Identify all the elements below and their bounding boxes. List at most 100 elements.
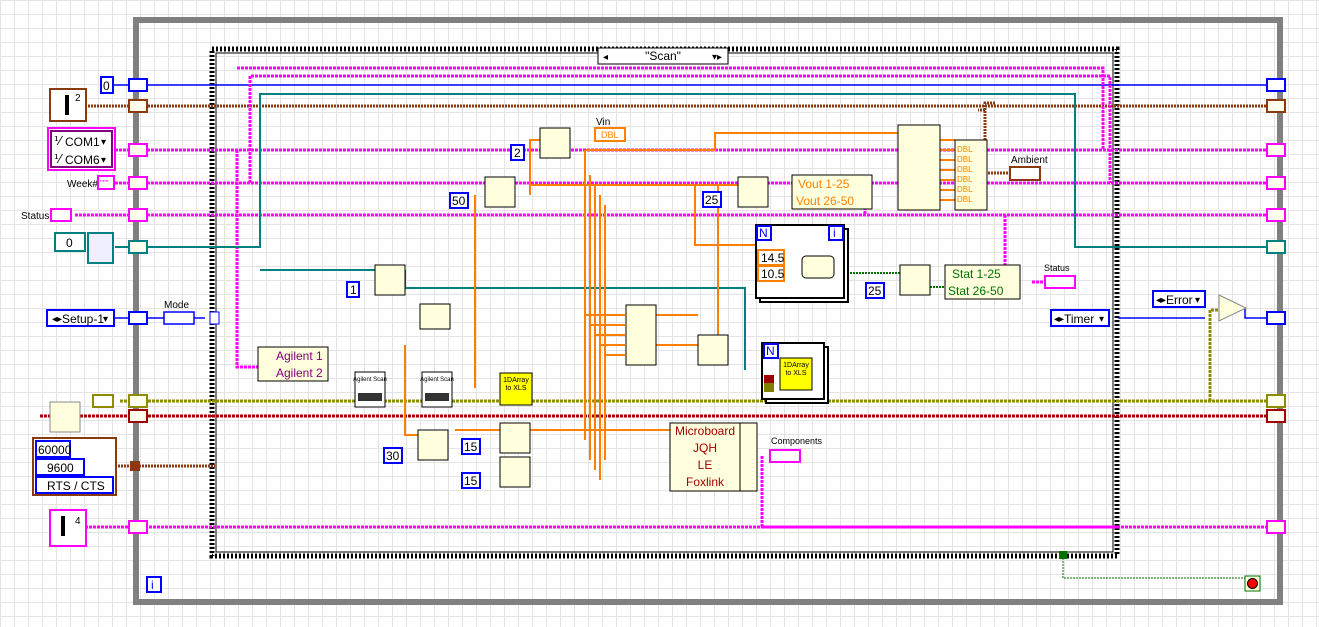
visa-array-control-2[interactable]: 4 [49, 509, 87, 547]
mode-label: Mode [164, 300, 189, 311]
case-prev-arrow[interactable]: ◂ [603, 52, 608, 63]
setup-enum[interactable]: ◂▸Setup-1▾ [46, 309, 115, 327]
svg-text:⅟: ⅟ [54, 134, 64, 148]
status-out-label: Status [1044, 263, 1070, 273]
svg-text:Stat 26-50: Stat 26-50 [948, 284, 1004, 298]
week-label: Week# [67, 179, 98, 190]
stop-button-terminal[interactable] [1244, 575, 1261, 592]
chevron-down-icon: ▾ [1099, 314, 1104, 325]
chevron-down-icon[interactable]: ▾ [103, 314, 108, 325]
svg-text:N: N [759, 226, 768, 240]
folder-icon [87, 232, 114, 264]
left-tunnels [128, 78, 148, 534]
svg-text:1DArray: 1DArray [783, 362, 809, 369]
case-selector-terminal [209, 311, 220, 325]
svg-text:DBL: DBL [601, 130, 619, 140]
error-cluster-constant[interactable] [92, 394, 114, 408]
svg-text:Vout 26-50: Vout 26-50 [796, 194, 854, 208]
svg-text:DBL: DBL [957, 155, 973, 164]
svg-text:Agilent 2: Agilent 2 [276, 366, 323, 380]
status-indicator[interactable] [1044, 275, 1076, 289]
svg-text:2: 2 [75, 93, 81, 104]
error-enum-constant[interactable]: ◂▸Error▾ [1152, 290, 1206, 308]
svg-text:JQH: JQH [693, 441, 717, 455]
svg-text:""": """ [100, 179, 109, 188]
com-port-array[interactable]: ⅟COM1 ⅟COM6 ▾ ▾ [47, 127, 116, 171]
svg-text:DBL: DBL [957, 185, 973, 194]
agilent-unbundle[interactable]: Agilent 1 Agilent 2 [257, 346, 329, 382]
svg-text:60000: 60000 [38, 443, 72, 457]
in-range-node [801, 255, 835, 279]
svg-text:DBL: DBL [957, 175, 973, 184]
vin-label: Vin [596, 117, 610, 128]
week-string-control[interactable]: """ [97, 175, 115, 190]
svg-text:i: i [833, 226, 836, 240]
loop-iteration-terminal: i [146, 576, 162, 593]
ambient-indicator[interactable] [1009, 166, 1041, 181]
split-array-nodes[interactable] [374, 127, 931, 488]
svg-text:Agilent Scan: Agilent Scan [420, 377, 454, 383]
svg-text:Agilent 1: Agilent 1 [276, 349, 323, 363]
svg-text:i: i [151, 578, 154, 592]
chevron-down-icon[interactable]: ▾ [101, 155, 106, 166]
svg-text:◂▸: ◂▸ [1156, 295, 1166, 306]
svg-text:2: 2 [514, 146, 521, 160]
ambient-label: Ambient [1011, 155, 1048, 166]
components-label: Components [771, 436, 823, 446]
case-dropdown-arrow[interactable]: ▾▸ [712, 52, 722, 63]
serial-config-cluster[interactable]: 60000 9600 RTS / CTS [32, 437, 117, 496]
svg-text:30: 30 [386, 449, 400, 463]
svg-text:15: 15 [464, 474, 478, 488]
case-structure[interactable] [209, 46, 1120, 559]
case-selector[interactable]: ◂ "Scan" ▾▸ [597, 47, 729, 65]
agilent-scan-subvi-2[interactable]: Agilent Scan [420, 371, 454, 408]
select-node[interactable] [1218, 294, 1248, 322]
svg-text:25: 25 [868, 284, 882, 298]
svg-text:4: 4 [75, 516, 81, 527]
svg-text:9600: 9600 [47, 461, 74, 475]
vout-bundle[interactable]: Vout 1-25 Vout 26-50 [791, 174, 873, 210]
svg-text:0: 0 [103, 79, 110, 93]
components-bundle[interactable]: Microboard JQH LE Foxlink [669, 422, 758, 492]
svg-text:25: 25 [705, 193, 719, 207]
svg-text:0: 0 [66, 236, 73, 250]
svg-text:Timer: Timer [1064, 312, 1094, 326]
file-path-control[interactable]: 0 [54, 232, 114, 264]
components-indicator[interactable] [769, 449, 801, 463]
case-selector-value: "Scan" [645, 49, 681, 63]
stat-bundle[interactable]: Stat 1-25 Stat 26-50 [944, 264, 1021, 300]
svg-text:◂▸: ◂▸ [52, 314, 62, 325]
svg-text:1: 1 [350, 283, 357, 297]
svg-text:50: 50 [452, 194, 466, 208]
zero-constant[interactable]: 0 [100, 76, 114, 94]
svg-text:DBL: DBL [957, 165, 973, 174]
svg-text:14.5: 14.5 [761, 251, 785, 265]
svg-text:10.5: 10.5 [761, 267, 785, 281]
svg-text:Setup-1: Setup-1 [62, 312, 104, 326]
svg-text:◂▸: ◂▸ [1054, 314, 1064, 325]
svg-text:to XLS: to XLS [505, 385, 526, 392]
right-tunnels [1266, 78, 1286, 534]
svg-text:Agilent Scan: Agilent Scan [353, 377, 387, 383]
svg-text:Error: Error [1166, 293, 1193, 307]
tick-count-icon [49, 401, 81, 433]
numeric-constants[interactable]: 2 50 25 1 30 15 15 25 [346, 144, 885, 489]
build-cluster-node[interactable]: DBL DBL DBL DBL DBL DBL [897, 124, 988, 211]
svg-text:⅟: ⅟ [54, 152, 64, 166]
chevron-down-icon[interactable]: ▾ [101, 137, 106, 148]
svg-text:LE: LE [698, 458, 713, 472]
status-cluster-control[interactable] [50, 208, 72, 222]
svg-text:Vout 1-25: Vout 1-25 [798, 177, 850, 191]
timer-enum-constant[interactable]: ◂▸Timer ▾ [1050, 309, 1110, 327]
visa-array-control-1[interactable]: 2 [49, 88, 87, 122]
svg-text:Foxlink: Foxlink [686, 475, 725, 489]
mode-indicator[interactable] [163, 311, 195, 325]
for-loop-limits[interactable]: N i 14.5 10.5 [755, 224, 849, 303]
vin-indicator[interactable]: DBL [594, 127, 626, 142]
agilent-scan-subvi-1[interactable]: Agilent Scan [353, 371, 387, 408]
status-label: Status [21, 211, 49, 222]
